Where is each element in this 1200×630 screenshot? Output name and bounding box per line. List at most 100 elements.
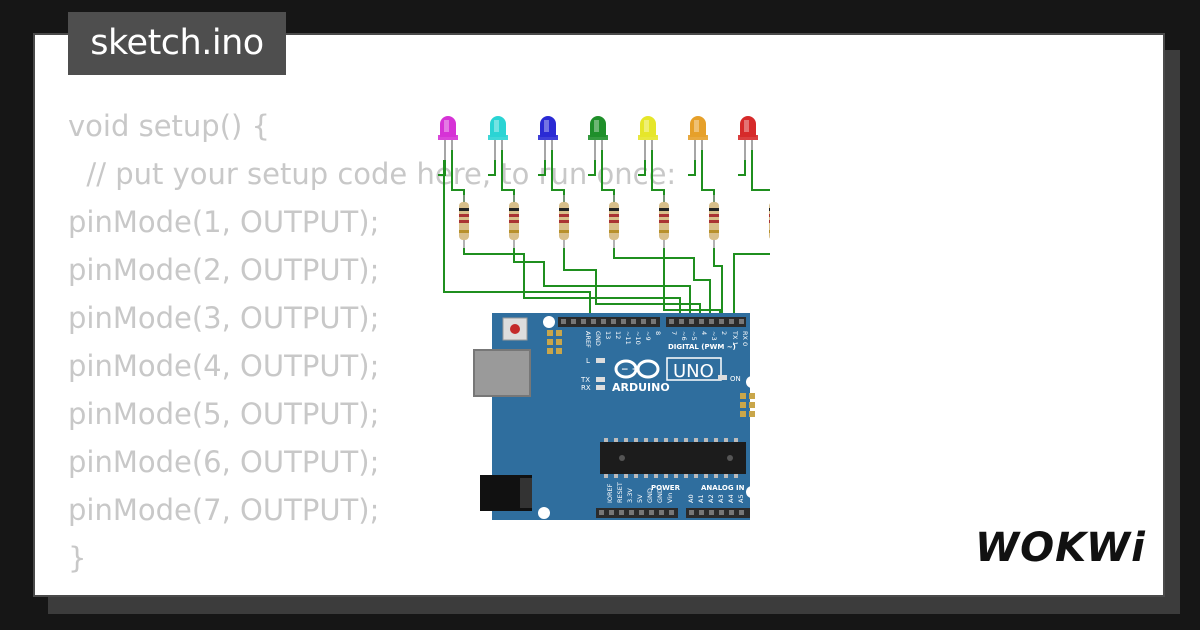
icsp-header	[740, 393, 755, 417]
resistors	[459, 195, 770, 248]
mount-hole	[538, 507, 550, 519]
chip-leg	[664, 438, 668, 442]
wire	[713, 248, 723, 318]
wire	[451, 150, 465, 202]
digital-header[interactable]	[666, 317, 746, 327]
chip-leg	[674, 474, 678, 478]
led-highlight	[494, 120, 499, 132]
pin-label: A2	[707, 494, 715, 503]
wire	[463, 248, 681, 318]
reset-button-cap[interactable]	[510, 324, 520, 334]
led	[638, 116, 658, 160]
code-line: }	[68, 541, 87, 575]
icsp-pin	[556, 330, 562, 336]
icsp-pin	[749, 411, 755, 417]
led-base	[488, 135, 508, 140]
resistor	[659, 195, 669, 248]
pin-hole	[709, 319, 714, 324]
resistor	[609, 195, 619, 248]
chip-leg	[724, 474, 728, 478]
chip-legs	[604, 438, 738, 478]
resistor-band	[609, 214, 619, 217]
code-editor: void setup() { // put your setup code he…	[68, 102, 676, 582]
pin-hole	[669, 510, 674, 515]
pin-label: A4	[727, 494, 735, 503]
pin-hole	[689, 319, 694, 324]
led-dome	[740, 116, 756, 137]
chip-leg	[624, 474, 628, 478]
wire	[651, 150, 665, 202]
pin-label: GND	[656, 488, 664, 503]
resistor-band	[769, 214, 770, 217]
pin-hole	[561, 319, 566, 324]
wire	[513, 248, 691, 318]
resistor-band	[609, 230, 619, 233]
chip-leg	[684, 474, 688, 478]
resistor-band	[509, 230, 519, 233]
tx-led	[596, 377, 605, 382]
power-header[interactable]	[596, 508, 678, 518]
led-highlight	[444, 120, 449, 132]
led-base	[738, 135, 758, 140]
resistor-band	[659, 214, 669, 217]
chip-leg	[654, 438, 658, 442]
pin-label: Vin	[666, 493, 674, 503]
resistor-band	[559, 208, 569, 211]
pin-label: RESET	[616, 482, 624, 503]
code-line: pinMode(4, OUTPUT);	[68, 349, 380, 383]
led-highlight	[544, 120, 549, 132]
rx-led	[596, 385, 605, 390]
code-line: // put your setup code here, to run once…	[68, 157, 677, 191]
chip-leg	[614, 438, 618, 442]
pin-label: A5	[737, 494, 745, 503]
led-highlight	[744, 120, 749, 132]
model-text: UNO	[673, 361, 714, 382]
l-label: L	[586, 357, 590, 365]
code-line: void setup() {	[68, 109, 270, 143]
icsp-pin	[556, 348, 562, 354]
l-led	[596, 358, 605, 363]
pin-label: A3	[717, 494, 725, 503]
led	[538, 116, 558, 160]
led-base	[688, 135, 708, 140]
chip-leg	[704, 438, 708, 442]
pin-hole	[629, 510, 634, 515]
led	[738, 116, 758, 160]
wire	[613, 248, 711, 318]
chip-leg	[674, 438, 678, 442]
digital-label: DIGITAL (PWM ~)	[668, 343, 736, 351]
wire	[563, 248, 701, 318]
resistor-band	[459, 230, 469, 233]
icsp-pin	[547, 339, 553, 345]
pin-hole	[669, 319, 674, 324]
icsp-pin	[556, 339, 562, 345]
pin-hole	[659, 510, 664, 515]
code-line: pinMode(5, OUTPUT);	[68, 397, 380, 431]
resistor-band	[459, 220, 469, 223]
resistor-band	[709, 220, 719, 223]
chip-leg	[734, 438, 738, 442]
filename-tab[interactable]: sketch.ino	[68, 12, 286, 75]
led	[688, 116, 708, 160]
pin-label: ~5	[690, 331, 698, 341]
icsp-pin	[740, 411, 746, 417]
pin-label: A1	[697, 494, 705, 503]
tx-label: TX	[580, 376, 590, 384]
analog-header[interactable]	[686, 508, 750, 518]
pin-hole	[619, 510, 624, 515]
icsp-pin	[749, 402, 755, 408]
pin-hole	[651, 319, 656, 324]
pin-label: ~11	[624, 331, 632, 345]
pin-label: GND	[646, 488, 654, 503]
digital-header[interactable]	[558, 317, 660, 327]
pin-hole	[689, 510, 694, 515]
pin-hole	[571, 319, 576, 324]
led-highlight	[594, 120, 599, 132]
led-highlight	[644, 120, 649, 132]
power-jack-inner	[520, 478, 532, 508]
pin-label: GND	[594, 331, 602, 346]
code-line: pinMode(1, OUTPUT);	[68, 205, 380, 239]
